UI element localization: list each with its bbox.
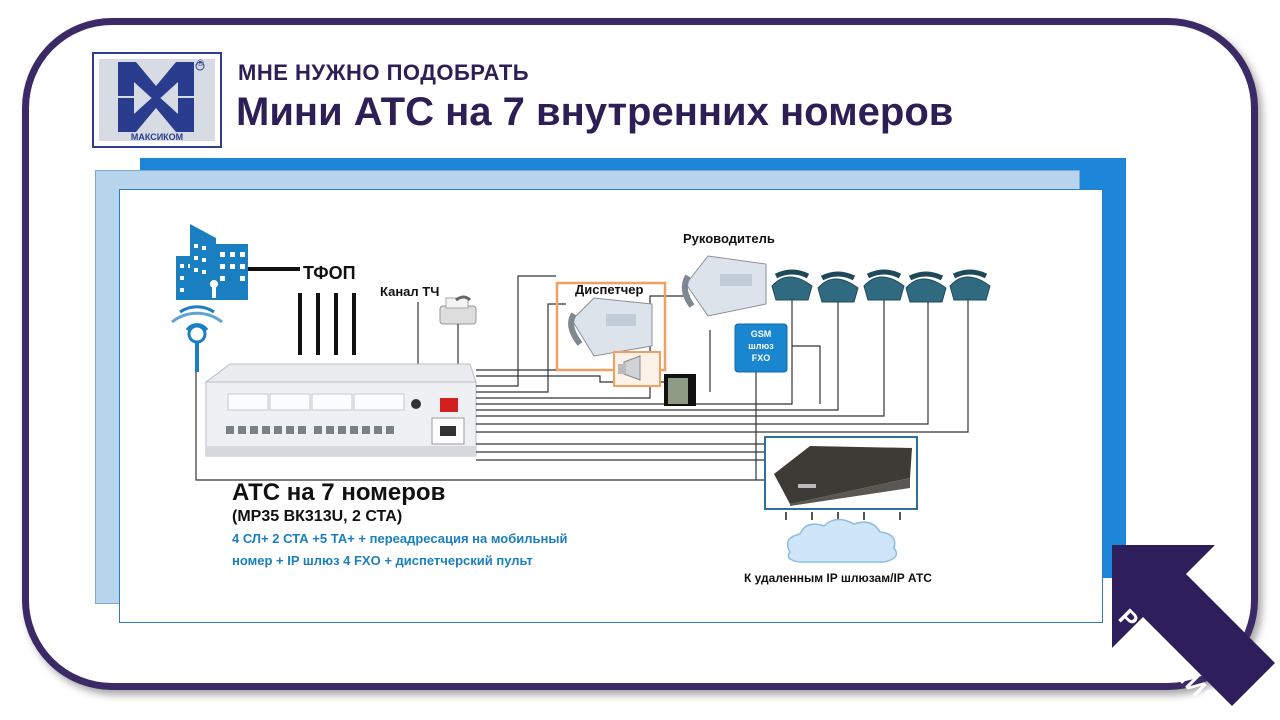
- gsm-label-line-2: шлюз: [748, 341, 774, 351]
- pbx-unit: [204, 363, 477, 457]
- manager-label: Руководитель: [683, 231, 775, 246]
- dispatch-console-icon: [664, 374, 696, 406]
- ats-title: АТС на 7 номеров: [232, 479, 446, 506]
- header-subtitle: МНЕ НУЖНО ПОДОБРАТЬ: [238, 60, 530, 85]
- extension-lines: [195, 275, 969, 481]
- ip-gateway-icon: [764, 436, 918, 510]
- gsm-label-line-1: GSM: [750, 329, 772, 339]
- gsm-label-line-3: FXO: [751, 353, 771, 363]
- page-title: Мини АТС на 7 внутренних номеров: [236, 90, 954, 134]
- manager-phone-icon: [681, 255, 767, 317]
- dispatcher-phone-icon: [568, 297, 653, 357]
- remote-gateways-label: К удаленным IP шлюзам/IP АТС: [744, 571, 932, 585]
- dispatcher-highlight-box: [555, 281, 667, 372]
- ats-model: (МР35 ВК313U, 2 СТА): [232, 508, 403, 525]
- cloud-icon: [786, 518, 898, 563]
- extension-phones: [771, 269, 991, 303]
- extension-phone-icon-5: [949, 269, 991, 301]
- logo-text: МАКСИКОМ: [130, 132, 184, 142]
- extension-phone-icon-1: [771, 269, 813, 301]
- description-line-2: номер + IP шлюз 4 FXO + диспетчерский пу…: [232, 553, 533, 568]
- extension-phone-icon-2: [817, 271, 859, 303]
- maksikom-logo: ® МАКСИКОМ: [92, 52, 222, 148]
- speaker-icon: [613, 351, 661, 387]
- extension-phone-icon-3: [863, 269, 905, 301]
- tfop-trunk-lines: [298, 293, 356, 355]
- gsm-gateway-box: [734, 323, 788, 373]
- channel-label: Канал ТЧ: [380, 284, 440, 299]
- tfop-label: ТФОП: [303, 263, 356, 283]
- gsm-gateway-label: GSM шлюз FXO: [737, 328, 785, 364]
- description-line-1: 4 СЛ+ 2 СТА +5 ТА+ + переадресация на мо…: [232, 531, 568, 546]
- gateway-ports: [785, 512, 901, 520]
- fax-icon: [439, 295, 477, 325]
- antenna-icon: [171, 305, 223, 372]
- logo-registered-mark: ®: [197, 58, 204, 68]
- logo-mark-icon: [118, 61, 205, 132]
- dispatcher-label: Диспетчер: [575, 282, 644, 297]
- extension-phone-icon-4: [905, 271, 947, 303]
- building-icon: [176, 224, 248, 300]
